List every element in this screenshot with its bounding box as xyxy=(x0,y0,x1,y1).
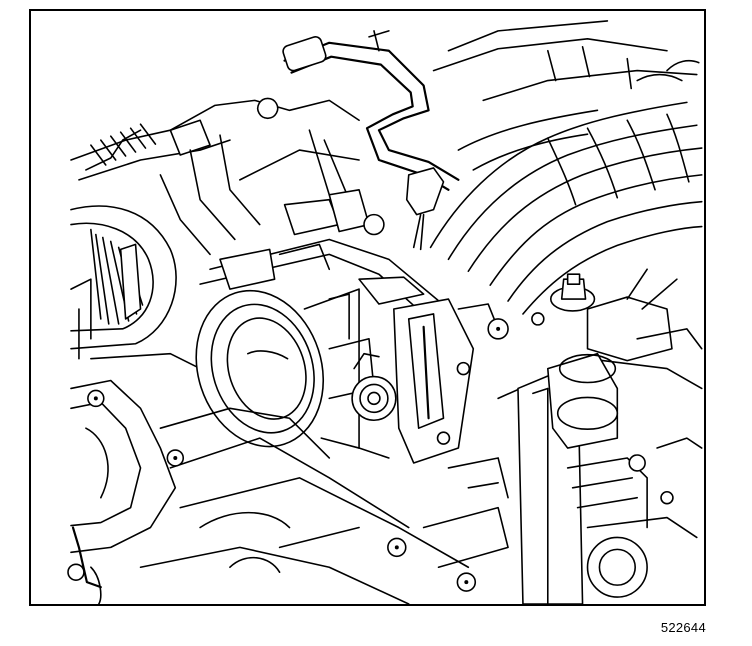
vacuum-hose xyxy=(282,30,460,251)
figure-code: 522644 xyxy=(660,620,706,635)
egr-valve-assembly xyxy=(497,268,703,604)
engine-throttle-body-illustration xyxy=(29,9,706,606)
throttle-body xyxy=(195,188,450,459)
engine-block xyxy=(67,379,509,604)
fuel-rail-area xyxy=(70,97,360,256)
throttle-sensor-assembly xyxy=(351,298,545,464)
line-art xyxy=(67,20,703,604)
bolts xyxy=(93,326,501,585)
accessory-pulley xyxy=(70,205,201,370)
intake-manifold xyxy=(429,20,703,315)
